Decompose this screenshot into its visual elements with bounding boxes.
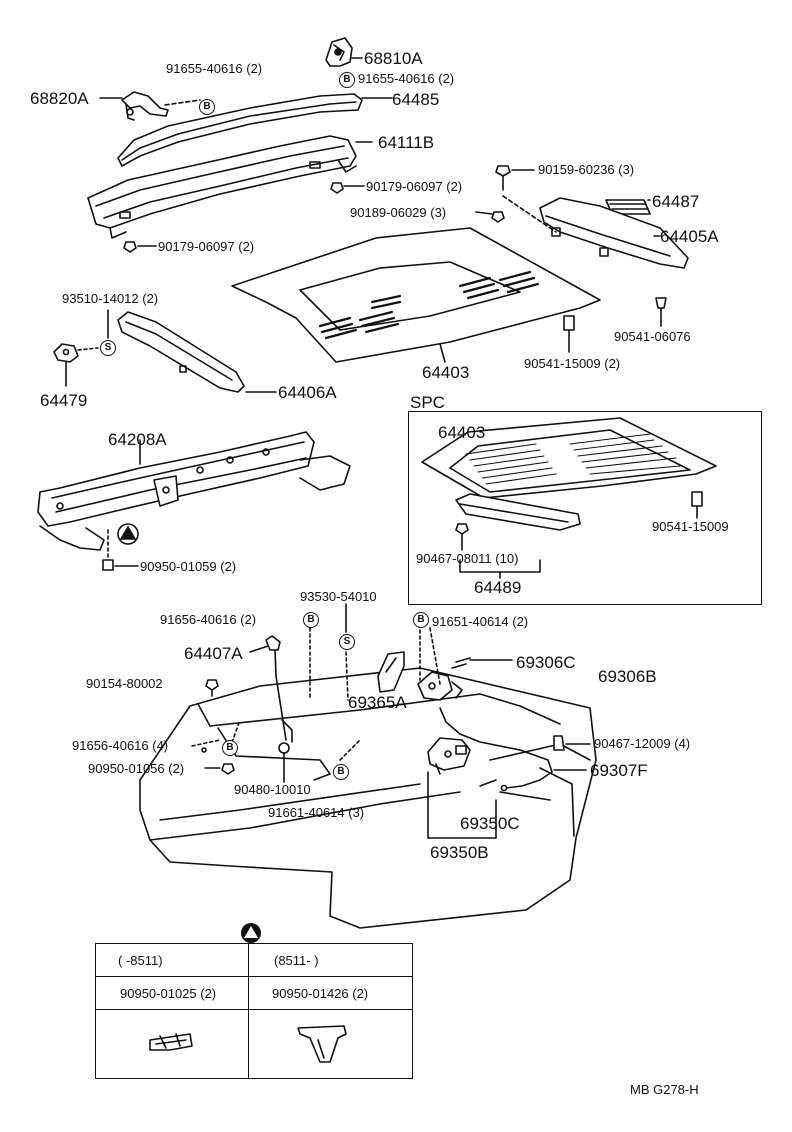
clip-90541-06076 bbox=[655, 297, 667, 327]
clip-icon-old bbox=[149, 1033, 193, 1051]
label-90154: 90154-80002 bbox=[86, 676, 163, 691]
label-69350B: 69350B bbox=[430, 843, 489, 862]
label-91656-bottom: 91656-40616 (4) bbox=[72, 738, 169, 753]
nut-90179-a bbox=[330, 182, 365, 194]
nut-90179-b bbox=[123, 241, 157, 253]
label-64485: 64485 bbox=[392, 90, 440, 109]
b-symbol: B bbox=[303, 612, 319, 628]
b-symbol: B bbox=[199, 99, 215, 115]
part-69350B-drawing bbox=[427, 737, 497, 839]
part-64111B-drawing bbox=[87, 135, 373, 239]
label-91655-right: 91655-40616 (2) bbox=[358, 71, 455, 86]
spc-label-64403: 64403 bbox=[438, 423, 486, 442]
table-col2-header: (8511- ) bbox=[274, 953, 319, 968]
spc-title: SPC bbox=[410, 393, 445, 412]
label-93510: 93510-14012 (2) bbox=[62, 291, 159, 306]
label-91661: 91661-40614 (3) bbox=[268, 805, 365, 820]
part-64479-drawing bbox=[53, 309, 109, 387]
bolt-90159 bbox=[495, 165, 557, 233]
label-69306C: 69306C bbox=[516, 653, 576, 672]
part-69365A-drawing bbox=[377, 651, 405, 693]
part-64406A-drawing bbox=[117, 311, 277, 393]
table-divider bbox=[248, 944, 249, 1078]
table-part-row bbox=[96, 977, 412, 1010]
label-90179-left: 90179-06097 (2) bbox=[158, 239, 255, 254]
s-symbol: S bbox=[339, 634, 355, 650]
label-91655-left: 91655-40616 (2) bbox=[166, 61, 263, 76]
floor-panel-drawing bbox=[139, 667, 597, 929]
b-symbol: B bbox=[339, 72, 355, 88]
label-90950-01056: 90950-01056 (2) bbox=[88, 761, 185, 776]
label-64111B: 64111B bbox=[378, 133, 435, 152]
part-69306B-drawing bbox=[417, 627, 513, 701]
part-68820A-drawing bbox=[99, 91, 201, 121]
label-91656-top: 91656-40616 (2) bbox=[160, 612, 257, 627]
clip-90467-12009 bbox=[553, 735, 591, 751]
table-col2-part: 90950-01426 (2) bbox=[272, 986, 369, 1001]
part-69307F-drawing bbox=[439, 707, 587, 792]
part-64403-drawing bbox=[231, 227, 601, 363]
dashed-ref-lines bbox=[229, 629, 421, 761]
table-header-row bbox=[96, 944, 412, 977]
part-64405A-drawing bbox=[539, 197, 689, 269]
clip-90541-15009 bbox=[563, 315, 575, 353]
label-90541-06076: 90541-06076 bbox=[614, 329, 691, 344]
label-64403: 64403 bbox=[422, 363, 470, 382]
nut-90189 bbox=[475, 211, 505, 223]
label-90950-01059: 90950-01059 (2) bbox=[140, 559, 237, 574]
label-64208A: 64208A bbox=[108, 430, 167, 449]
part-64208A-drawing bbox=[37, 431, 351, 571]
spc-label-90467: 90467-08011 (10) bbox=[416, 551, 519, 566]
table-col1-header: ( -8511) bbox=[118, 953, 163, 968]
b-symbol: B bbox=[333, 764, 349, 780]
nut-90950-01056 bbox=[191, 739, 235, 775]
label-90480: 90480-10010 bbox=[234, 782, 311, 797]
spc-label-90541: 90541-15009 bbox=[652, 519, 729, 534]
label-64487: 64487 bbox=[652, 192, 700, 211]
s-symbol: S bbox=[100, 340, 116, 356]
label-90189: 90189-06029 (3) bbox=[350, 205, 447, 220]
label-90541-15009: 90541-15009 (2) bbox=[524, 356, 621, 371]
spc-label-64489: 64489 bbox=[474, 578, 522, 597]
part-64485-drawing bbox=[117, 93, 393, 167]
label-91651: 91651-40614 (2) bbox=[432, 614, 529, 629]
label-69306B: 69306B bbox=[598, 667, 657, 686]
label-68810A: 68810A bbox=[364, 49, 423, 68]
label-69307F: 69307F bbox=[590, 761, 648, 780]
label-68820A: 68820A bbox=[30, 89, 89, 108]
bolt-90154 bbox=[205, 679, 219, 697]
diagram-code: MB G278-H bbox=[630, 1082, 699, 1097]
label-69365A: 69365A bbox=[348, 693, 407, 712]
clip-icon-new bbox=[297, 1025, 347, 1063]
table-col1-part: 90950-01025 (2) bbox=[120, 986, 217, 1001]
label-93530: 93530-54010 bbox=[300, 589, 377, 604]
variant-table: ( -8511) (8511- ) 90950-01025 (2) 90950-… bbox=[95, 943, 413, 1079]
b-symbol: B bbox=[222, 740, 238, 756]
spc-64403-drawing bbox=[421, 417, 717, 579]
label-64407A: 64407A bbox=[184, 644, 243, 663]
label-64405A: 64405A bbox=[660, 227, 719, 246]
hook-93530 bbox=[345, 603, 349, 701]
spc-box bbox=[408, 411, 762, 605]
table-triangle-icon bbox=[241, 923, 261, 943]
label-90179-right: 90179-06097 (2) bbox=[366, 179, 463, 194]
triangle-marker-icon bbox=[117, 523, 139, 545]
b-symbol: B bbox=[413, 612, 429, 628]
label-64479: 64479 bbox=[40, 391, 88, 410]
part-64407A-drawing bbox=[249, 627, 311, 783]
label-69350C: 69350C bbox=[460, 814, 520, 833]
label-64406A: 64406A bbox=[278, 383, 337, 402]
part-68810A-drawing bbox=[325, 37, 363, 67]
label-90467-12009: 90467-12009 (4) bbox=[594, 736, 691, 751]
label-90159: 90159-60236 (3) bbox=[538, 162, 635, 177]
